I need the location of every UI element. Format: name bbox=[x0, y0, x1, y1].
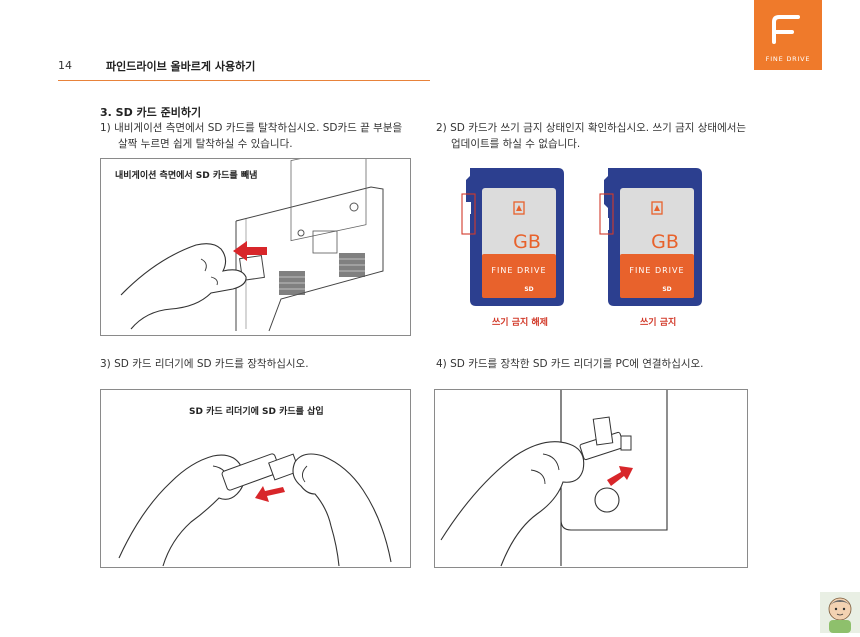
figure-insert-reader-caption: SD 카드 리더기에 SD 카드를 삽입 bbox=[189, 407, 324, 417]
card-sd-left: SD bbox=[524, 286, 533, 293]
pc-connect-illustration bbox=[440, 390, 668, 567]
figure-connect-pc bbox=[434, 389, 748, 568]
step1-line2: 살짝 누르면 쉽게 탈착하실 수 있습니다. bbox=[118, 138, 293, 150]
figure-insert-reader: SD 카드 리더기에 SD 카드를 삽입 bbox=[100, 389, 411, 568]
page-title: 파인드라이브 올바르게 사용하기 bbox=[106, 60, 256, 73]
figure-write-protect: GB FINE DRIVE SD GB FINE DRIVE SD 쓰기 금지 … bbox=[436, 160, 746, 336]
brand-logo-text: FINE DRIVE bbox=[766, 55, 811, 63]
card-brand-right: FINE DRIVE bbox=[629, 266, 684, 275]
reader-insert-illustration bbox=[118, 453, 392, 567]
card-sd-right: SD bbox=[662, 286, 671, 293]
step3-text: 3) SD 카드 리더기에 SD 카드를 장착하십시오. bbox=[100, 358, 309, 370]
mascot-avatar bbox=[820, 592, 860, 633]
section-title: 3. SD 카드 준비하기 bbox=[100, 106, 202, 119]
step1-line1: 1) 내비게이션 측면에서 SD 카드를 탈착하십시오. SD카드 끝 부분을 bbox=[100, 122, 403, 134]
step2-line2: 업데이트를 하실 수 없습니다. bbox=[451, 138, 581, 150]
brand-logo: FINE DRIVE bbox=[754, 0, 822, 70]
card-capacity-left: GB bbox=[513, 231, 541, 253]
page-number: 14 bbox=[58, 59, 72, 72]
figure-remove-sd-caption: 내비게이션 측면에서 SD 카드를 빼냄 bbox=[115, 171, 258, 181]
step4-text: 4) SD 카드를 장착한 SD 카드 리더기를 PC에 연결하십시오. bbox=[436, 358, 704, 370]
sd-card-unlocked: GB FINE DRIVE SD bbox=[461, 168, 564, 306]
caption-write-lock: 쓰기 금지 bbox=[640, 318, 677, 328]
navigation-illustration bbox=[120, 159, 384, 332]
sd-cards-illustration: GB FINE DRIVE SD GB FINE DRIVE SD bbox=[461, 168, 702, 306]
sd-card-locked: GB FINE DRIVE SD bbox=[599, 168, 702, 306]
figure-remove-sd: 내비게이션 측면에서 SD 카드를 빼냄 bbox=[100, 158, 411, 336]
header-divider bbox=[58, 80, 430, 81]
step2-line1: 2) SD 카드가 쓰기 금지 상태인지 확인하십시오. 쓰기 금지 상태에서는 bbox=[436, 122, 747, 134]
card-capacity-right: GB bbox=[651, 231, 679, 253]
card-brand-left: FINE DRIVE bbox=[491, 266, 546, 275]
caption-write-unlock: 쓰기 금지 해제 bbox=[492, 318, 548, 328]
